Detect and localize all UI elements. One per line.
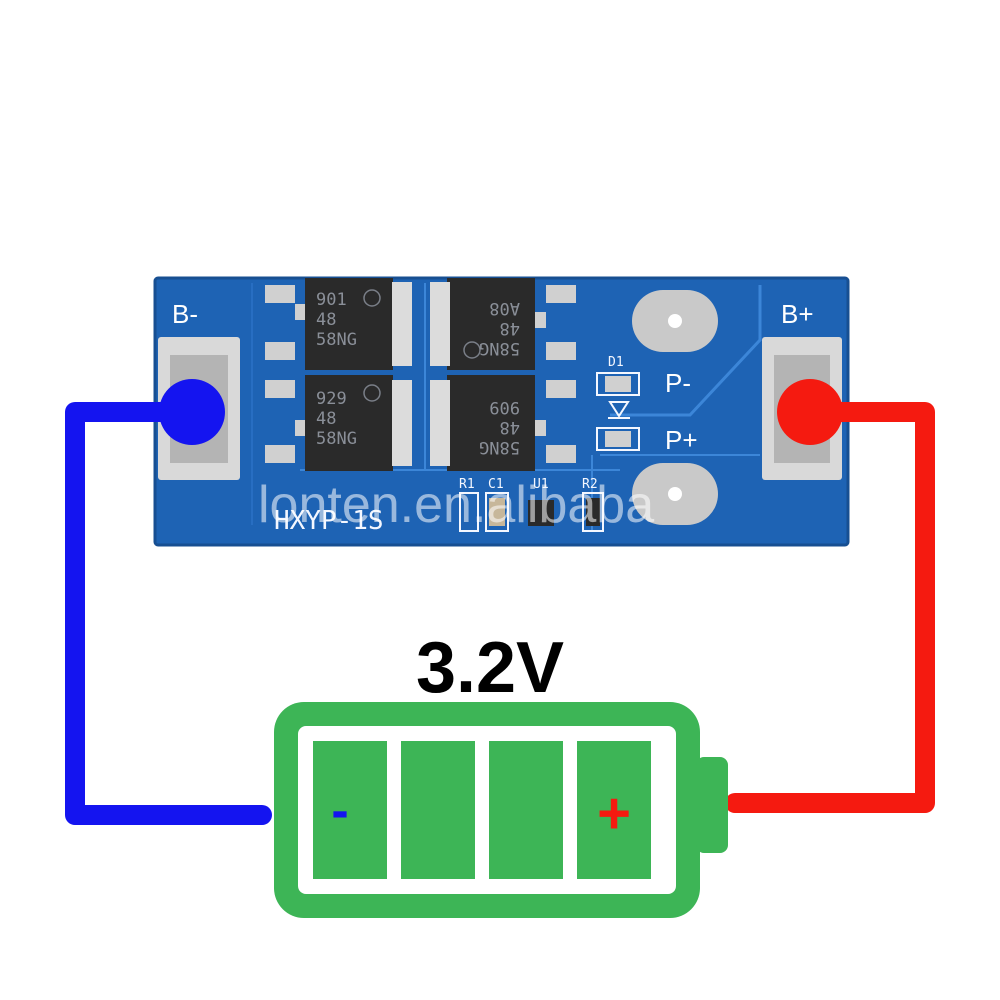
svg-text:A08: A08 xyxy=(489,298,520,318)
label-c1: C1 xyxy=(488,477,504,492)
svg-text:58NG: 58NG xyxy=(479,437,520,457)
label-d1: D1 xyxy=(608,355,624,370)
svg-text:48: 48 xyxy=(500,417,520,437)
svg-text:48: 48 xyxy=(316,310,336,330)
watermark: lonten.en.alibaba xyxy=(258,476,654,534)
label-p-plus: P+ xyxy=(665,425,698,455)
label-r2: R2 xyxy=(582,477,598,492)
chip-marking-top-right: 58NG 48 A08 xyxy=(479,298,520,358)
negative-terminal-dot xyxy=(159,379,225,445)
positive-terminal-dot xyxy=(777,379,843,445)
label-b-minus: B- xyxy=(172,299,198,329)
svg-text:909: 909 xyxy=(489,397,520,417)
mosfet-bottom-left xyxy=(265,375,412,471)
voltage-label: 3.2V xyxy=(416,628,564,708)
label-p-minus: P- xyxy=(665,368,691,398)
smd-components xyxy=(459,492,604,532)
chip-marking-top-left: 901 48 58NG xyxy=(316,290,357,350)
battery-plus-sign: + xyxy=(597,781,631,846)
svg-text:58NG: 58NG xyxy=(316,429,357,449)
svg-text:901: 901 xyxy=(316,290,347,310)
label-r1: R1 xyxy=(459,477,475,492)
battery-minus-sign: - xyxy=(331,782,348,840)
svg-text:58NG: 58NG xyxy=(316,330,357,350)
positive-wire xyxy=(725,402,935,813)
pad-p-plus xyxy=(632,463,718,525)
label-b-plus: B+ xyxy=(781,299,814,329)
negative-wire xyxy=(65,402,272,825)
mosfet-bottom-right xyxy=(430,375,576,471)
battery-icon xyxy=(274,702,728,918)
svg-text:48: 48 xyxy=(500,318,520,338)
label-u1: U1 xyxy=(533,477,549,492)
mosfet-top-right xyxy=(430,278,576,370)
pad-p-minus xyxy=(632,290,718,352)
diode-d1 xyxy=(596,372,640,451)
svg-text:929: 929 xyxy=(316,389,347,409)
svg-text:48: 48 xyxy=(316,409,336,429)
chip-marking-bottom-right: 58NG 48 909 xyxy=(479,397,520,457)
mosfet-top-left xyxy=(265,278,412,370)
svg-text:58NG: 58NG xyxy=(479,338,520,358)
chip-marking-bottom-left: 929 48 58NG xyxy=(316,389,357,449)
label-model: HXYP-1S xyxy=(274,506,384,536)
